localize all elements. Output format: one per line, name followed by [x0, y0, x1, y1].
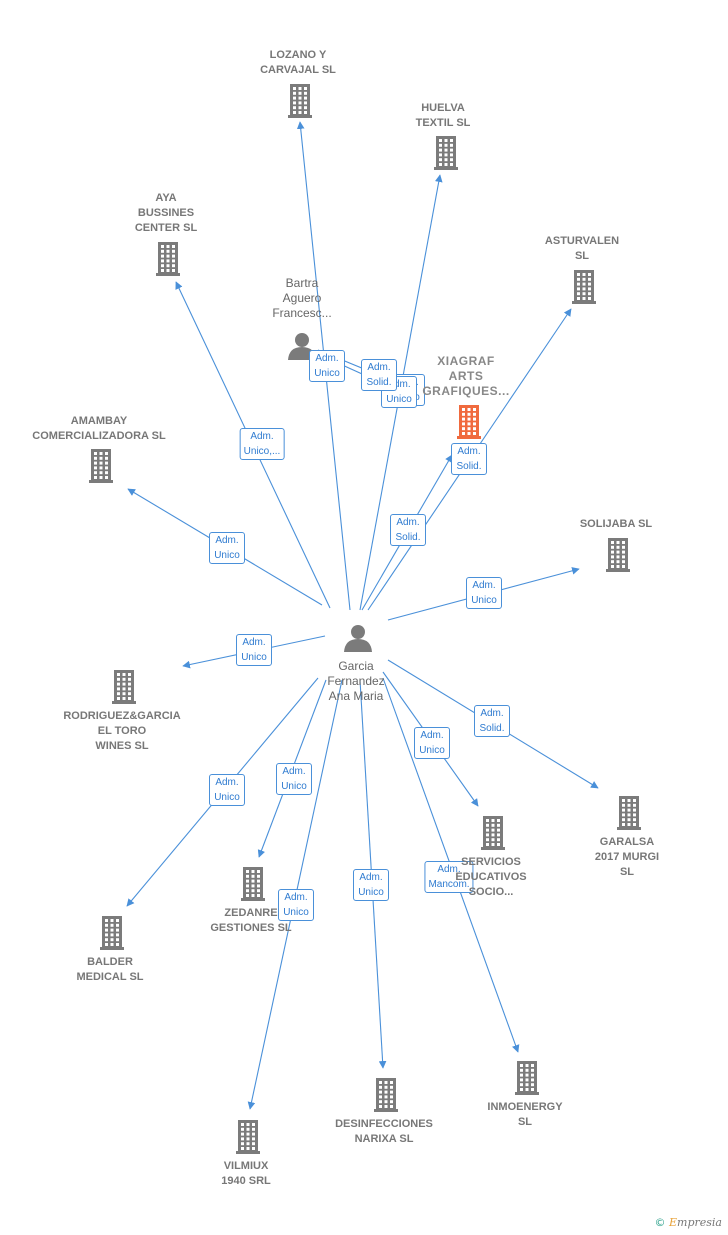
building-icon-solijaba[interactable] — [606, 538, 630, 572]
edge-role-label[interactable]: Adm. Unico,... — [239, 428, 285, 460]
edge-role-label[interactable]: Adm. Solid. — [451, 443, 487, 475]
company-name-asturvalen[interactable]: ASTURVALEN SL — [544, 235, 620, 262]
company-name-aya[interactable]: AYA BUSSINES CENTER SL — [134, 192, 198, 234]
brand-watermark: © Empresia — [655, 1216, 723, 1229]
edge-role-label[interactable]: Adm. Unico — [236, 634, 272, 666]
edge-role-label[interactable]: Adm. Solid. — [474, 705, 510, 737]
building-icon-amambay[interactable] — [89, 449, 113, 483]
edge-role-label[interactable]: Adm. Unico — [309, 350, 345, 382]
brand-name: mpresia — [677, 1216, 722, 1229]
company-name-vilmiux[interactable]: VILMIUX 1940 SRL — [221, 1160, 271, 1187]
focus-company-name[interactable]: XIAGRAF ARTS GRAFIQUES... — [422, 354, 510, 398]
edge-role-label[interactable]: Adm. Unico — [276, 763, 312, 795]
center-person-name[interactable]: Garcia Fernandez Ana Maria — [327, 659, 385, 703]
building-icon-aya[interactable] — [156, 242, 180, 276]
brand-initial: E — [669, 1216, 678, 1229]
building-icon-zedanre[interactable] — [241, 867, 265, 901]
building-icon-desinfecciones[interactable] — [374, 1078, 398, 1112]
building-icon-garalsa[interactable] — [617, 796, 641, 830]
person-icon-center[interactable] — [344, 625, 372, 652]
edge-role-label[interactable]: Adm. Solid. — [390, 514, 426, 546]
company-name-huelva[interactable]: HUELVA TEXTIL SL — [415, 102, 471, 129]
edge-role-label[interactable]: Adm. Unico — [414, 727, 450, 759]
company-name-servicios[interactable]: SERVICIOS EDUCATIVOS SOCIO... — [455, 856, 527, 898]
building-icon-vilmiux[interactable] — [236, 1120, 260, 1154]
building-icon-balder[interactable] — [100, 916, 124, 950]
edge-role-label[interactable]: Adm. Unico — [466, 577, 502, 609]
company-name-rodriguez[interactable]: RODRIGUEZ&GARCIA EL TORO WINES SL — [63, 710, 181, 752]
company-name-desinfecciones[interactable]: DESINFECCIONES NARIXA SL — [335, 1118, 433, 1145]
company-name-balder[interactable]: BALDER MEDICAL SL — [76, 956, 144, 983]
building-icon-inmoenergy[interactable] — [515, 1061, 539, 1095]
edge-role-label[interactable]: Adm. Solid. — [361, 359, 397, 391]
edge-role-label[interactable]: Adm. Unico — [209, 774, 245, 806]
copyright-icon: © — [654, 1216, 666, 1229]
company-name-inmoenergy[interactable]: INMOENERGY SL — [487, 1101, 563, 1128]
building-icon-asturvalen[interactable] — [572, 270, 596, 304]
person-name-bartra[interactable]: Bartra Aguero Francesc... — [272, 276, 332, 320]
building-icon-huelva[interactable] — [434, 136, 458, 170]
company-name-amambay[interactable]: AMAMBAY COMERCIALIZADORA SL — [32, 415, 166, 442]
company-name-zedanre[interactable]: ZEDANRE GESTIONES SL — [210, 907, 292, 934]
edge-role-label[interactable]: Adm. Mancom. — [424, 861, 474, 893]
company-name-lozano[interactable]: LOZANO Y CARVAJAL SL — [260, 49, 336, 76]
building-icon-focus[interactable] — [457, 405, 481, 439]
building-icon-servicios[interactable] — [481, 816, 505, 850]
building-icon-lozano[interactable] — [288, 84, 312, 118]
edge-role-label[interactable]: Adm. Unico — [353, 869, 389, 901]
company-name-solijaba[interactable]: SOLIJABA SL — [579, 518, 653, 530]
edge-role-label[interactable]: Adm. Unico — [278, 889, 314, 921]
edge-role-label[interactable]: Adm. Unico — [209, 532, 245, 564]
building-icon-rodriguez[interactable] — [112, 670, 136, 704]
company-name-garalsa[interactable]: GARALSA 2017 MURGI SL — [594, 836, 660, 878]
